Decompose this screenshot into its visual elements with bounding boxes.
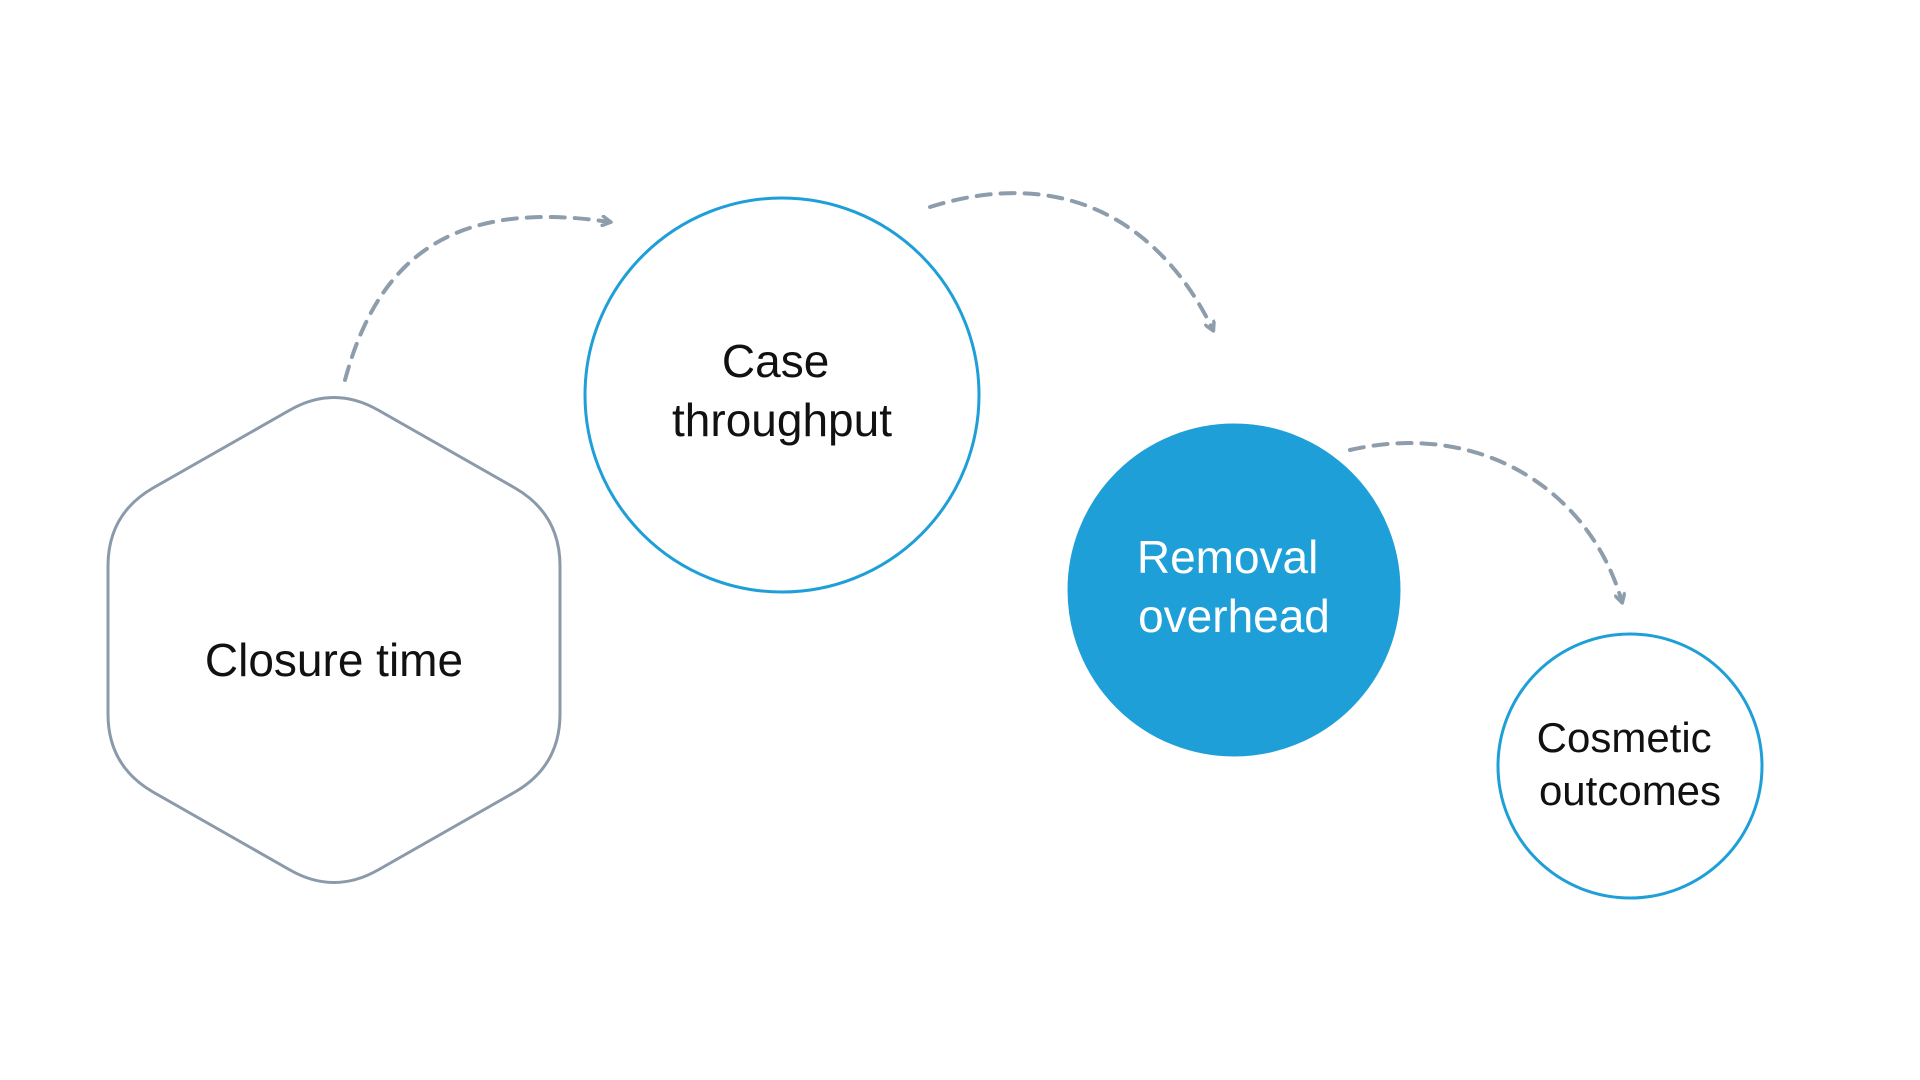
node-label-removal-overhead: Removal overhead [1137, 531, 1331, 642]
circle-shape [1496, 632, 1764, 900]
label-line-2: throughput [672, 394, 892, 446]
label-line-1: Case [722, 335, 829, 387]
label-line-2: outcomes [1539, 767, 1721, 814]
label-line: Closure time [205, 634, 463, 686]
label-line-1: Cosmetic [1537, 714, 1712, 761]
edge-throughput-to-removal [928, 191, 1213, 330]
edge-removal-to-cosmetic [1348, 441, 1622, 602]
node-cosmetic-outcomes: Cosmetic outcomes [1496, 632, 1764, 900]
node-case-throughput: Case throughput [583, 196, 981, 594]
node-closure-time: Closure time [106, 396, 562, 884]
node-label-case-throughput: Case throughput [672, 335, 892, 446]
hexagon-shape [106, 396, 562, 884]
node-removal-overhead: Removal overhead [1067, 423, 1401, 757]
node-label-closure-time: Closure time [205, 634, 463, 686]
edge-closure-to-throughput [343, 217, 610, 382]
label-line-2: overhead [1138, 590, 1330, 642]
node-label-cosmetic-outcomes: Cosmetic outcomes [1537, 714, 1724, 814]
circle-shape [1067, 423, 1401, 757]
edges [343, 191, 1622, 602]
circle-shape [583, 196, 981, 594]
label-line-1: Removal [1137, 531, 1319, 583]
